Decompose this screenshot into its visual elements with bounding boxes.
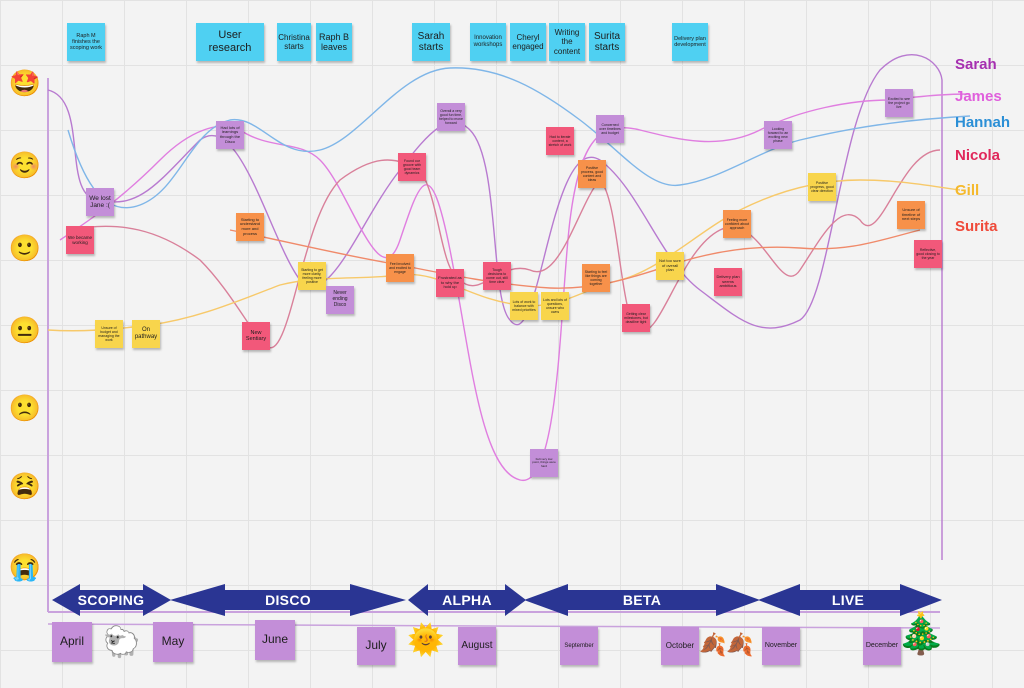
note-sticky[interactable]: Had lots of learnings through the Disco (216, 121, 244, 149)
milestone-sticky[interactable]: Innovation workshops (470, 23, 506, 61)
note-sticky[interactable]: New Sentiary (242, 322, 270, 350)
note-sticky[interactable]: Positive process, good content and ideas (578, 160, 606, 188)
emotion-happy-icon: ☺️ (8, 150, 42, 180)
milestone-sticky[interactable]: Cheryl engaged (510, 23, 546, 61)
sun-icon: 🌞 (407, 624, 445, 657)
note-sticky[interactable]: Lots of work to balance with mixed prior… (510, 292, 538, 320)
note-sticky[interactable]: Starting to get more clarity, feeling mo… (298, 262, 326, 290)
note-sticky[interactable]: Not too sure of overall plan (656, 252, 684, 280)
note-sticky[interactable]: Overall a very good fun time, helped to … (437, 103, 465, 131)
note-sticky[interactable]: Starting to feel like things are coming … (582, 264, 610, 292)
phase-label-scoping: SCOPING (77, 592, 145, 608)
legend-sarah: Sarah (955, 56, 997, 73)
month-sticky-august[interactable]: August (458, 627, 496, 665)
emotion-smile-icon: 🙂 (8, 233, 42, 263)
phase-arrow-live (758, 584, 942, 616)
emotion-neutral-icon: 😐 (8, 315, 42, 345)
month-sticky-april[interactable]: April (52, 622, 92, 662)
month-sticky-june[interactable]: June (255, 620, 295, 660)
legend-gill: Gill (955, 182, 980, 199)
note-sticky[interactable]: Getting clear milestones, but deadline t… (622, 304, 650, 332)
note-sticky[interactable]: Looking forward to an exciting new phase (764, 121, 792, 149)
emotion-ecstatic-icon: 🤩 (8, 68, 42, 98)
note-sticky[interactable]: Unsure of budget and managing the work (95, 320, 123, 348)
note-sticky[interactable]: Positive progress, good clear direction (808, 173, 836, 201)
phase-label-live: LIVE (831, 592, 865, 608)
emotion-sad-icon: 🙁 (8, 393, 42, 423)
note-sticky[interactable]: Feeling more confident about approach (723, 210, 751, 238)
milestone-sticky[interactable]: Raph M finishes the scoping work (67, 23, 105, 61)
legend-james: James (955, 88, 1002, 105)
note-sticky[interactable]: Tough decisions to come out, still time … (483, 262, 511, 290)
emotion-tired-icon: 😫 (8, 471, 42, 501)
note-sticky[interactable]: We became working (66, 226, 94, 254)
phase-label-disco: DISCO (265, 592, 311, 608)
month-sticky-may[interactable]: May (153, 622, 193, 662)
phase-arrow-alpha (408, 584, 526, 616)
note-sticky[interactable]: Feel involved and excited to engage (386, 254, 414, 282)
note-sticky[interactable]: Felt very low point, things were hard (530, 449, 558, 477)
phase-arrow-disco (170, 584, 406, 616)
autumn-leaves-icon: 🍂🍂 (699, 632, 754, 657)
curve-james (59, 93, 971, 481)
note-sticky[interactable]: Unsure of timeline of next steps (897, 201, 925, 229)
milestone-sticky[interactable]: Sarah starts (412, 23, 450, 61)
month-sticky-september[interactable]: September (560, 627, 598, 665)
christmas-tree-icon: 🎄 (896, 612, 946, 656)
legend-hannah: Hannah (955, 114, 1011, 131)
milestone-sticky[interactable]: Raph B leaves (316, 23, 352, 61)
phase-label-beta: BETA (622, 592, 662, 608)
note-sticky[interactable]: Excited to see the project go live (885, 89, 913, 117)
note-sticky[interactable]: Never ending Disco (326, 286, 354, 314)
month-sticky-november[interactable]: November (762, 627, 800, 665)
milestone-sticky[interactable]: Writing the content (549, 23, 585, 61)
note-sticky[interactable]: Had to iterate content, a stretch of wor… (546, 127, 574, 155)
note-sticky[interactable]: We lost Jane :( (86, 188, 114, 216)
note-sticky[interactable]: Lots and lots of questions, unsure who o… (541, 292, 569, 320)
phase-label-alpha: ALPHA (442, 592, 492, 608)
note-sticky[interactable]: Starting to understand more and process (236, 213, 264, 241)
curve-nicola (69, 149, 941, 349)
note-sticky[interactable]: On pathway (132, 320, 160, 348)
milestone-sticky[interactable]: User research (196, 23, 264, 61)
note-sticky[interactable]: Concerned over timelines and budget (596, 115, 624, 143)
note-sticky[interactable]: Found our groove with good team dynamics (398, 153, 426, 181)
legend-nicola: Nicola (955, 147, 1001, 164)
month-sticky-december[interactable]: December (863, 627, 901, 665)
milestone-sticky[interactable]: Delivery plan development (672, 23, 708, 61)
emotion-crying-icon: 😭 (8, 552, 42, 582)
note-sticky[interactable]: Reflective, good closing to the year (914, 240, 942, 268)
milestone-sticky[interactable]: Christina starts (277, 23, 311, 61)
sheep-icon: 🐑 (103, 626, 141, 659)
month-sticky-october[interactable]: October (661, 627, 699, 665)
legend-surita: Surita (955, 218, 998, 235)
phase-arrow-beta (524, 584, 760, 616)
phase-arrow-scoping (52, 584, 171, 616)
milestone-sticky[interactable]: Surita starts (589, 23, 625, 61)
note-sticky[interactable]: Delivery plan seems ambitious (714, 268, 742, 296)
month-sticky-july[interactable]: July (357, 627, 395, 665)
note-sticky[interactable]: Frustrated as to why the hold up (436, 269, 464, 297)
